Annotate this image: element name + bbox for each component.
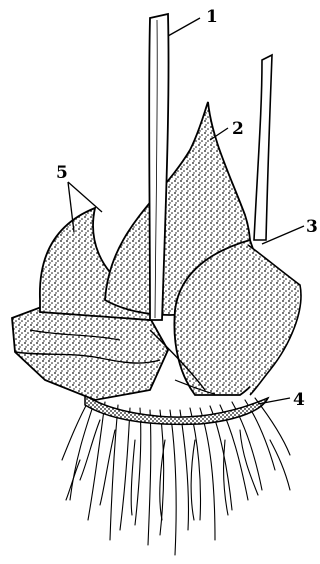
stem-right — [254, 55, 272, 240]
label-5: 5 — [56, 163, 68, 183]
label-4: 4 — [293, 390, 305, 410]
label-2: 2 — [232, 119, 244, 139]
label-1: 1 — [206, 7, 218, 27]
label-3: 3 — [306, 217, 318, 237]
